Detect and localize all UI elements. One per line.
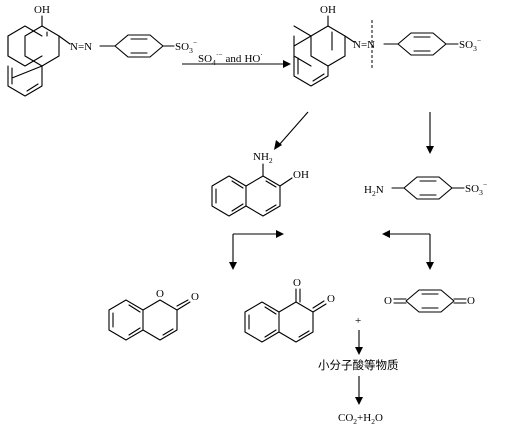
orange-ii-molecule: OH N=N SO3−: [7, 4, 197, 97]
azo-label: N=N: [70, 41, 92, 53]
naphthoquinone-molecule: O O: [244, 277, 335, 343]
amine-label: NH2: [253, 151, 273, 165]
sulfanilate-molecule: H2N SO3−: [364, 176, 487, 200]
orange-ii-cleavage-molecule: OH N=N SO3−: [293, 4, 481, 87]
sulfonate-label-3: SO3−: [465, 180, 487, 197]
carbonyl-oxygen-label: O: [191, 291, 199, 303]
ring-oxygen-label: O: [156, 288, 164, 300]
oxygen-label-2: O: [327, 293, 335, 305]
azo-label-2: N=N: [353, 39, 375, 51]
sulfonate-label-2: SO3−: [459, 36, 481, 53]
small-acids-label: 小分子酸等物质: [318, 358, 399, 372]
plus-sign: +: [355, 315, 361, 327]
amine-label-2: H2N: [364, 184, 384, 198]
hydroxyl-label: OH: [34, 4, 50, 16]
oxygen-right-label: O: [467, 295, 475, 307]
branch-arrows: [229, 230, 434, 270]
oxygen-left-label: O: [384, 295, 392, 307]
oxygen-label-1: O: [293, 277, 301, 289]
benzoquinone-molecule: O O: [384, 289, 475, 313]
coumarin-molecule: O O: [108, 288, 199, 341]
arrow-to-final-products: [355, 376, 363, 405]
final-products-label: CO2+H2O: [338, 412, 383, 426]
hydroxyl-label-2: OH: [320, 4, 336, 16]
arrow-to-sulfanilate: [426, 112, 434, 154]
hydroxyl-label-3: OH: [293, 169, 309, 181]
sulfonate-label: SO3−: [175, 38, 197, 55]
aminonaphthol-molecule: NH2 OH: [211, 151, 309, 217]
arrow-to-small-acids: [355, 330, 363, 355]
arrow-to-aminonaphthol: [274, 111, 309, 150]
